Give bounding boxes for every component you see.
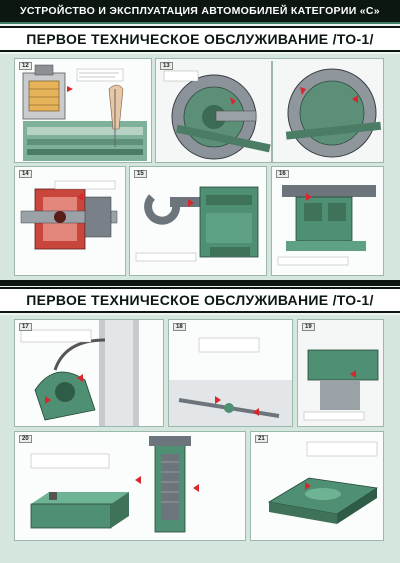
panel-number: 16 (276, 170, 289, 178)
water-pump-icon (20, 180, 118, 250)
panel-14: 14 (14, 166, 126, 276)
panel-number: 18 (173, 323, 186, 331)
panel-number: 15 (134, 170, 147, 178)
oil-dipstick-icon (22, 64, 147, 161)
panel-number: 19 (302, 323, 315, 331)
fuel-tank-icon (30, 436, 199, 533)
panel-number: 21 (255, 435, 268, 443)
spring-bracket-icon (277, 185, 376, 266)
panel-19: 19 (297, 319, 384, 427)
panel-16: 16 (271, 166, 384, 276)
cab-lock-icon (298, 320, 383, 426)
section-divider (0, 280, 400, 286)
panel-18: 18 (168, 319, 293, 427)
panel-number: 17 (19, 323, 32, 331)
panel-15: 15 (129, 166, 267, 276)
panel-number: 13 (160, 62, 173, 70)
panel-number: 12 (19, 62, 32, 70)
panel-21: 21 (250, 431, 384, 541)
steering-link-icon (169, 337, 292, 426)
panel-17: 17 (14, 319, 164, 427)
brake-drum-icon (156, 59, 383, 162)
poster-title: УСТРОЙСТВО И ЭКСПЛУАТАЦИЯ АВТОМОБИЛЕЙ КА… (20, 5, 380, 17)
section-title-2: ПЕРВОЕ ТЕХНИЧЕСКОЕ ОБСЛУЖИВАНИЕ /ТО-1/ (0, 287, 400, 313)
fifth-wheel-icon (267, 441, 379, 524)
section-title-1: ПЕРВОЕ ТЕХНИЧЕСКОЕ ОБСЛУЖИВАНИЕ /ТО-1/ (0, 26, 400, 52)
panel-number: 14 (19, 170, 32, 178)
panel-20: 20 (14, 431, 246, 541)
air-filter-icon (20, 320, 139, 426)
poster-header: УСТРОЙСТВО И ЭКСПЛУАТАЦИЯ АВТОМОБИЛЕЙ КА… (0, 0, 400, 24)
panel-12: 12 (14, 58, 152, 163)
tow-hook-icon (135, 186, 259, 262)
panel-number: 20 (19, 435, 32, 443)
panel-13: 13 (155, 58, 384, 163)
